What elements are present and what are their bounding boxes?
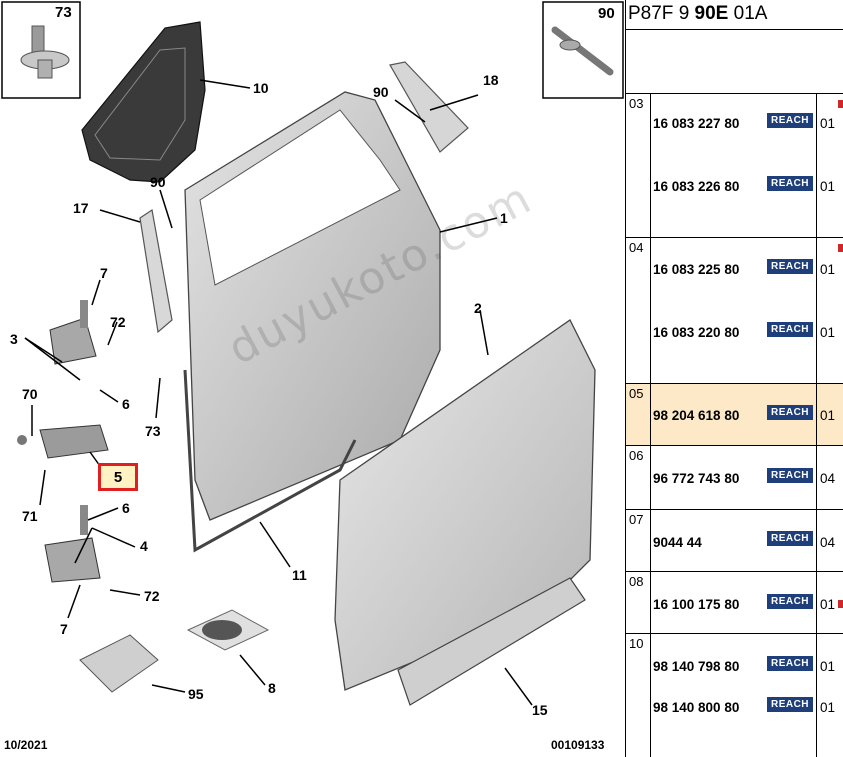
check-strap-5 xyxy=(17,424,109,459)
moulding-15 xyxy=(397,577,586,706)
callout-2: 2 xyxy=(474,300,482,316)
seal-11 xyxy=(183,369,357,553)
footer-code: 00109133 xyxy=(551,738,605,752)
table-row-07[interactable]: 07 9044 44 REACH 04 xyxy=(626,510,843,572)
table-row-03[interactable]: 03 16 083 227 80 REACH 01 16 083 226 80 … xyxy=(626,94,843,238)
part-number[interactable]: 16 083 220 80 xyxy=(653,325,740,340)
quantity: 04 xyxy=(820,535,836,550)
part-number[interactable]: 16 083 227 80 xyxy=(653,116,740,131)
part-number[interactable]: 16 083 226 80 xyxy=(653,179,740,194)
reach-badge: REACH xyxy=(767,697,813,712)
reach-badge: REACH xyxy=(767,656,813,671)
trim-17 xyxy=(139,208,173,334)
table-row-05[interactable]: 05 98 204 618 80 REACH 01 xyxy=(626,384,843,446)
callout-95: 95 xyxy=(188,686,204,702)
table-header: P87F 9 90E 01A xyxy=(626,0,843,94)
reach-badge: REACH xyxy=(767,468,813,483)
footer-date: 10/2021 xyxy=(4,738,48,752)
diagram-drawing xyxy=(1,1,624,706)
reach-badge: REACH xyxy=(767,405,813,420)
callout-15: 15 xyxy=(532,702,548,718)
reach-badge: REACH xyxy=(767,113,813,128)
callout-8: 8 xyxy=(268,680,276,696)
callout-6-upper: 6 xyxy=(122,396,130,412)
parts-table: P87F 9 90E 01A 03 16 083 227 80 REACH 01… xyxy=(625,0,843,757)
hinge-4 xyxy=(44,505,101,583)
callout-3: 3 xyxy=(10,331,18,347)
callout-11: 11 xyxy=(292,567,307,583)
table-row-04[interactable]: 04 16 083 225 80 REACH 01 16 083 220 80 … xyxy=(626,238,843,384)
status-mark xyxy=(838,600,843,608)
part-number[interactable]: 16 083 225 80 xyxy=(653,262,740,277)
callout-72-upper: 72 xyxy=(110,314,126,330)
reach-badge: REACH xyxy=(767,322,813,337)
status-mark xyxy=(838,244,843,252)
kit-95 xyxy=(79,634,159,693)
callout-7-upper: 7 xyxy=(100,265,108,281)
part-number[interactable]: 16 100 175 80 xyxy=(653,597,740,612)
status-mark xyxy=(838,100,843,108)
quantity: 01 xyxy=(820,262,836,277)
quantity: 01 xyxy=(820,700,836,715)
clip-73-inset xyxy=(1,1,81,99)
quantity: 01 xyxy=(820,325,836,340)
callout-7-lower: 7 xyxy=(60,621,68,637)
callout-90-inset: 90 xyxy=(598,5,615,22)
part-number[interactable]: 96 772 743 80 xyxy=(653,471,740,486)
callout-10: 10 xyxy=(253,80,269,96)
inner-panel-10 xyxy=(81,21,206,183)
callout-18: 18 xyxy=(483,72,499,88)
callout-90-upper: 90 xyxy=(373,84,389,100)
callout-72-lower: 72 xyxy=(144,588,160,604)
callout-17: 17 xyxy=(73,200,89,216)
callout-71: 71 xyxy=(22,508,38,524)
part-number[interactable]: 9044 44 xyxy=(653,535,702,550)
quantity: 01 xyxy=(820,116,836,131)
callout-4: 4 xyxy=(140,538,148,554)
quantity: 01 xyxy=(820,408,836,423)
hinge-3 xyxy=(49,300,97,365)
table-row-08[interactable]: 08 16 100 175 80 REACH 01 xyxy=(626,572,843,634)
table-row-06[interactable]: 06 96 772 743 80 REACH 04 xyxy=(626,446,843,510)
reach-badge: REACH xyxy=(767,176,813,191)
part-number[interactable]: 98 140 800 80 xyxy=(653,700,740,715)
trim-18 xyxy=(389,61,469,153)
quantity: 01 xyxy=(820,597,836,612)
parts-diagram: 73 90 10 18 90 90 17 1 7 72 3 2 6 70 73 … xyxy=(1,1,624,752)
quantity: 01 xyxy=(820,179,836,194)
callout-1: 1 xyxy=(500,210,508,226)
callout-90-lower: 90 xyxy=(150,174,166,190)
reach-badge: REACH xyxy=(767,594,813,609)
callout-73-inset: 73 xyxy=(55,4,72,21)
reference-code: P87F 9 90E 01A xyxy=(628,3,768,24)
quantity: 01 xyxy=(820,659,836,674)
rivet-90-inset xyxy=(542,1,624,99)
part-number[interactable]: 98 140 798 80 xyxy=(653,659,740,674)
quantity: 04 xyxy=(820,471,836,486)
callout-6-lower: 6 xyxy=(122,500,130,516)
callout-70: 70 xyxy=(22,386,38,402)
callout-73: 73 xyxy=(145,423,161,439)
reach-badge: REACH xyxy=(767,259,813,274)
part-number[interactable]: 98 204 618 80 xyxy=(653,408,740,423)
table-row-10[interactable]: 10 98 140 798 80 REACH 01 98 140 800 80 … xyxy=(626,634,843,757)
reach-badge: REACH xyxy=(767,531,813,546)
callout-5-highlighted[interactable]: 5 xyxy=(98,463,138,491)
leader-lines xyxy=(24,79,533,706)
